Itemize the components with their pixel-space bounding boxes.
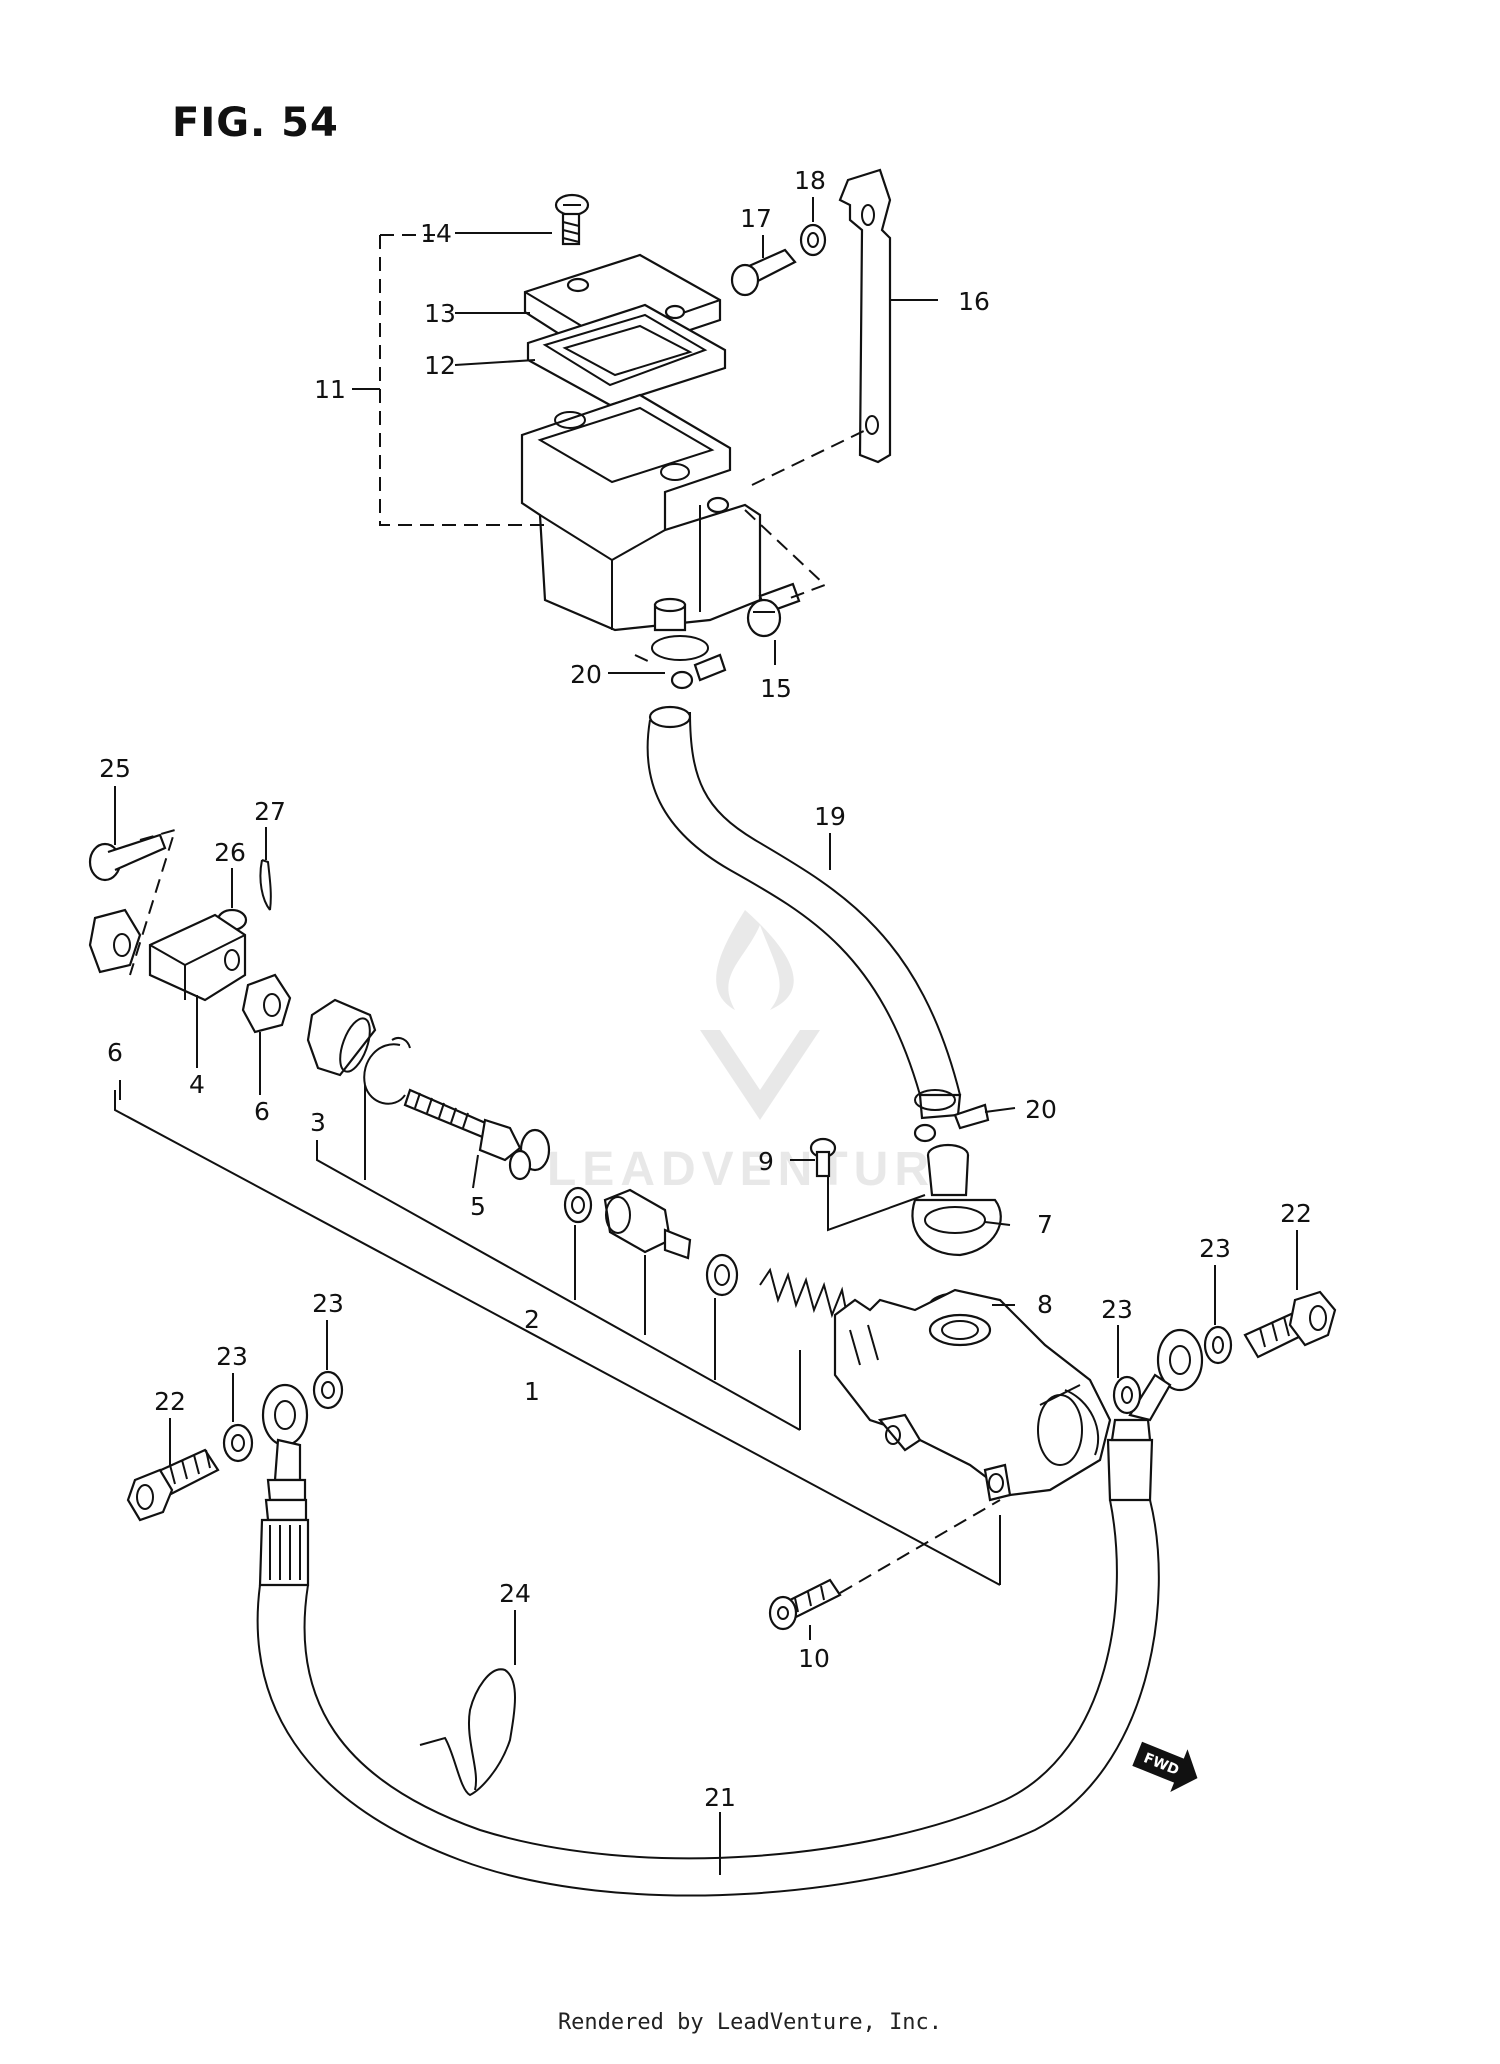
forward-direction-arrow: FWD (1132, 1741, 1198, 1792)
bracket-bolt (730, 248, 797, 297)
callout-17: 17 (740, 204, 772, 233)
hose-banjo-right (1106, 1328, 1204, 1502)
clevis (148, 913, 247, 1002)
callout-7: 7 (1037, 1210, 1053, 1239)
callout-3: 3 (310, 1108, 326, 1137)
callout-16: 16 (958, 287, 990, 316)
clevis-pin (88, 833, 167, 882)
callout-23-a: 23 (312, 1289, 344, 1318)
callout-2: 2 (524, 1305, 540, 1334)
footer-credit: Rendered by LeadVenture, Inc. (557, 2010, 943, 2035)
callout-23-d: 23 (1199, 1234, 1231, 1263)
callout-6-left: 6 (107, 1038, 123, 1067)
sealing-washer-1 (222, 1423, 254, 1463)
callout-24: 24 (499, 1579, 531, 1608)
cotter-pin (259, 859, 272, 911)
leadventure-watermark: LEADVENTURE (547, 910, 973, 1196)
callout-23-c: 23 (1101, 1295, 1133, 1324)
callout-labels: 1 2 3 4 5 6 6 7 8 9 10 11 12 13 14 15 16… (99, 166, 1312, 1812)
reservoir-cap-screw (554, 193, 590, 246)
callout-5: 5 (470, 1192, 486, 1221)
watermark-text: LEADVENTURE (547, 1143, 973, 1196)
callout-27: 27 (254, 797, 286, 826)
callout-23-b: 23 (216, 1342, 248, 1371)
callout-13: 13 (424, 299, 456, 328)
callout-18: 18 (794, 166, 826, 195)
leader-lines (114, 197, 1298, 1875)
reservoir-assembly (379, 168, 892, 690)
piston (603, 1188, 692, 1260)
banjo-bolt-right (1243, 1290, 1337, 1359)
figure-title: FIG. 54 (172, 100, 339, 146)
hose-clamp-lower (913, 1089, 990, 1143)
callout-15: 15 (760, 674, 792, 703)
connector-screw (809, 1137, 837, 1178)
callout-21: 21 (704, 1783, 736, 1812)
sealing-washer-3 (1112, 1375, 1142, 1415)
hose-connector (911, 1143, 1002, 1257)
hose-clamp-upper (651, 635, 727, 690)
callout-22-left: 22 (154, 1387, 186, 1416)
dust-boot (306, 998, 377, 1077)
callout-22-right: 22 (1280, 1199, 1312, 1228)
callout-26: 26 (214, 838, 246, 867)
callout-19: 19 (814, 802, 846, 831)
mounting-bolt (768, 1578, 842, 1631)
locknut-right (241, 973, 292, 1034)
primary-cup (705, 1253, 739, 1297)
reservoir-hose (646, 719, 921, 1096)
piston-cup-seal (563, 1186, 593, 1224)
callout-14: 14 (420, 219, 452, 248)
reservoir-body (520, 393, 762, 632)
callout-10: 10 (798, 1644, 830, 1673)
callout-1: 1 (524, 1377, 540, 1406)
callout-12: 12 (424, 351, 456, 380)
master-cylinder-body (833, 1288, 1112, 1502)
sealing-washer-4 (1203, 1325, 1233, 1365)
bracket-washer (799, 223, 827, 257)
callout-4: 4 (189, 1070, 205, 1099)
clutch-hose (256, 1499, 1160, 1897)
hose-banjo-left (258, 1383, 310, 1587)
callout-11: 11 (314, 375, 346, 404)
sealing-washer-2 (312, 1370, 344, 1410)
locknut-left (88, 908, 142, 974)
pushrod (403, 1088, 551, 1181)
callout-8: 8 (1037, 1290, 1053, 1319)
callout-6-right: 6 (254, 1097, 270, 1126)
return-spring (759, 1267, 849, 1321)
banjo-bolt-left (126, 1448, 220, 1522)
reservoir-bracket (838, 168, 892, 464)
reservoir-mount-bolt (746, 582, 801, 638)
callout-20-lower: 20 (1025, 1095, 1057, 1124)
callout-20-upper: 20 (570, 660, 602, 689)
hose-clip (419, 1668, 516, 1797)
callout-25: 25 (99, 754, 131, 783)
callout-9: 9 (758, 1147, 774, 1176)
